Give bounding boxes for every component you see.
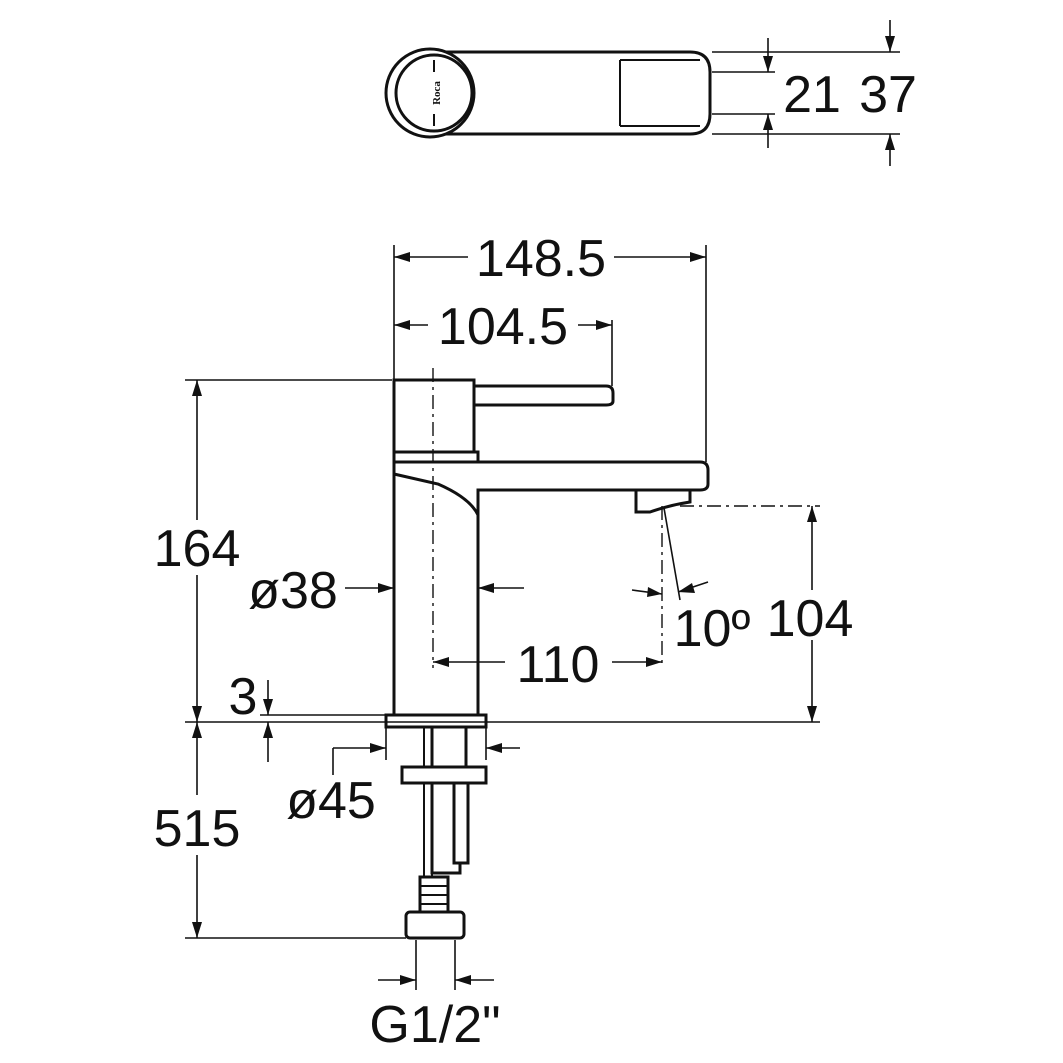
- faucet-base-ring: [384, 713, 488, 729]
- arrow-angle-left: [647, 587, 662, 597]
- arrow-104-5-right: [596, 320, 612, 330]
- arrow-148-right: [690, 252, 706, 262]
- arrow-164-bottom: [192, 706, 202, 722]
- arrow-45-right: [486, 743, 502, 753]
- arrow-3-bottom: [263, 722, 273, 738]
- arrow-38-left: [378, 583, 394, 593]
- arrow-g-right: [455, 975, 471, 985]
- dim-label-104: 104: [767, 590, 854, 648]
- arrow-515-bottom: [192, 922, 202, 938]
- top-view-arrow-21-upper: [763, 56, 773, 72]
- arrow-g-left: [400, 975, 416, 985]
- arrow-104-top: [807, 506, 817, 522]
- shank-washer: [400, 765, 488, 785]
- top-view: Roca 21 37: [384, 20, 917, 166]
- top-view-inner-cap: [394, 53, 474, 133]
- top-view-handle-body: [428, 50, 712, 136]
- dim-label-37: 37: [859, 66, 917, 124]
- arrow-515-top: [192, 722, 202, 738]
- shank-rod-side: [452, 781, 470, 865]
- shank-upper: [430, 725, 468, 769]
- dim-label-515: 515: [154, 800, 241, 858]
- top-view-handle-seam: [619, 59, 700, 127]
- dim-label-connection: G1/2": [369, 996, 500, 1054]
- brand-logo: Roca: [431, 81, 443, 105]
- faucet-aerator: [634, 488, 692, 514]
- dim-label-angle-10: 10º: [674, 600, 751, 658]
- dim-label-21: 21: [783, 66, 841, 124]
- arrow-110-right: [646, 657, 662, 667]
- stream-angle-line: [663, 507, 681, 601]
- dim-label-diameter-38: ø38: [248, 562, 338, 620]
- arrow-45-left: [370, 743, 386, 753]
- top-view-arrow-21-lower: [763, 114, 773, 130]
- dim-label-164: 164: [154, 520, 241, 578]
- dim-label-3: 3: [229, 668, 258, 726]
- arrow-110-left: [433, 657, 449, 667]
- dim-label-110: 110: [517, 636, 600, 694]
- arrow-104-bottom: [807, 706, 817, 722]
- faucet-handle-block: [392, 378, 476, 454]
- arrow-38-right: [478, 583, 494, 593]
- side-view: 148.5 104.5 164 ø38 110 10º: [154, 230, 854, 1054]
- arrow-164-top: [192, 380, 202, 396]
- top-view-arrow-37-lower: [885, 134, 895, 150]
- arrow-angle-right: [678, 583, 695, 593]
- top-view-arrow-37-upper: [885, 36, 895, 52]
- dim-label-148-5: 148.5: [476, 230, 606, 288]
- faucet-lever: [472, 384, 615, 407]
- dim-label-diameter-45: ø45: [286, 772, 376, 830]
- dim-label-104-5: 104.5: [438, 298, 568, 356]
- arrow-104-5-left: [394, 320, 410, 330]
- faucet-spout: [392, 460, 710, 516]
- arrow-148-left: [394, 252, 410, 262]
- arrow-3-top: [263, 699, 273, 715]
- connector-nut: [404, 910, 466, 940]
